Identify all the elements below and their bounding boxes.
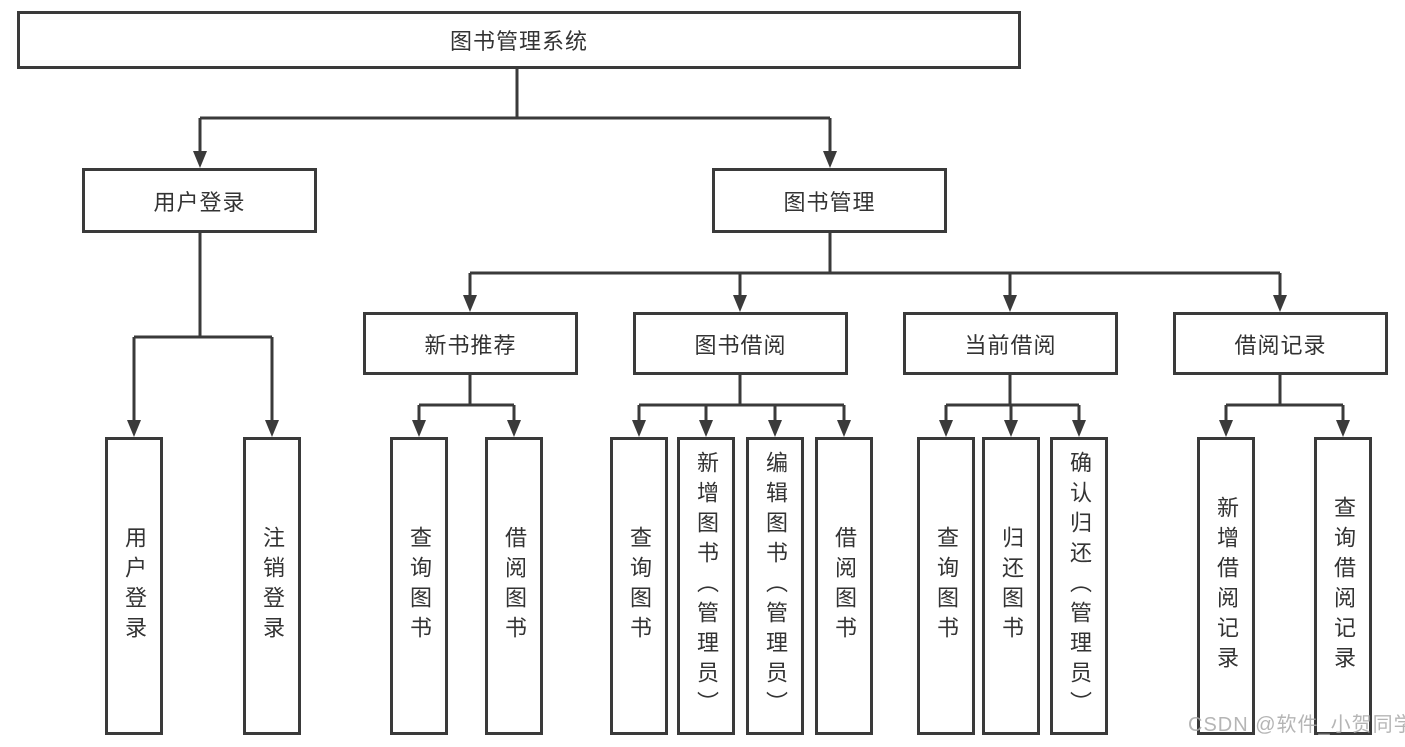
node-system-root: 图书管理系统: [17, 11, 1021, 69]
node-book-management-branch: 图书管理: [712, 168, 947, 233]
leaf-borrow-borrow-books: 借阅图书: [815, 437, 873, 735]
leaf-borrow-query-books: 查询图书: [610, 437, 668, 735]
csdn-watermark: CSDN @软件_小贺同学: [1188, 714, 1405, 736]
leaf-logout: 注销登录: [243, 437, 301, 735]
leaf-current-query-books: 查询图书: [917, 437, 975, 735]
leaf-borrow-edit-books-admin: 编辑图书（管理员）: [746, 437, 804, 735]
node-user-login-branch: 用户登录: [82, 168, 317, 233]
leaf-records-add-record: 新增借阅记录: [1197, 437, 1255, 735]
leaf-current-return-books: 归还图书: [982, 437, 1040, 735]
leaf-rec-query-books: 查询图书: [390, 437, 448, 735]
leaf-user-login: 用户登录: [105, 437, 163, 735]
leaf-current-confirm-return-admin: 确认归还（管理员）: [1050, 437, 1108, 735]
node-new-book-recommend: 新书推荐: [363, 312, 578, 375]
leaf-rec-borrow-books: 借阅图书: [485, 437, 543, 735]
node-book-borrowing: 图书借阅: [633, 312, 848, 375]
node-current-borrowing: 当前借阅: [903, 312, 1118, 375]
leaf-records-query-record: 查询借阅记录: [1314, 437, 1372, 735]
node-borrow-records: 借阅记录: [1173, 312, 1388, 375]
leaf-borrow-add-books-admin: 新增图书（管理员）: [677, 437, 735, 735]
